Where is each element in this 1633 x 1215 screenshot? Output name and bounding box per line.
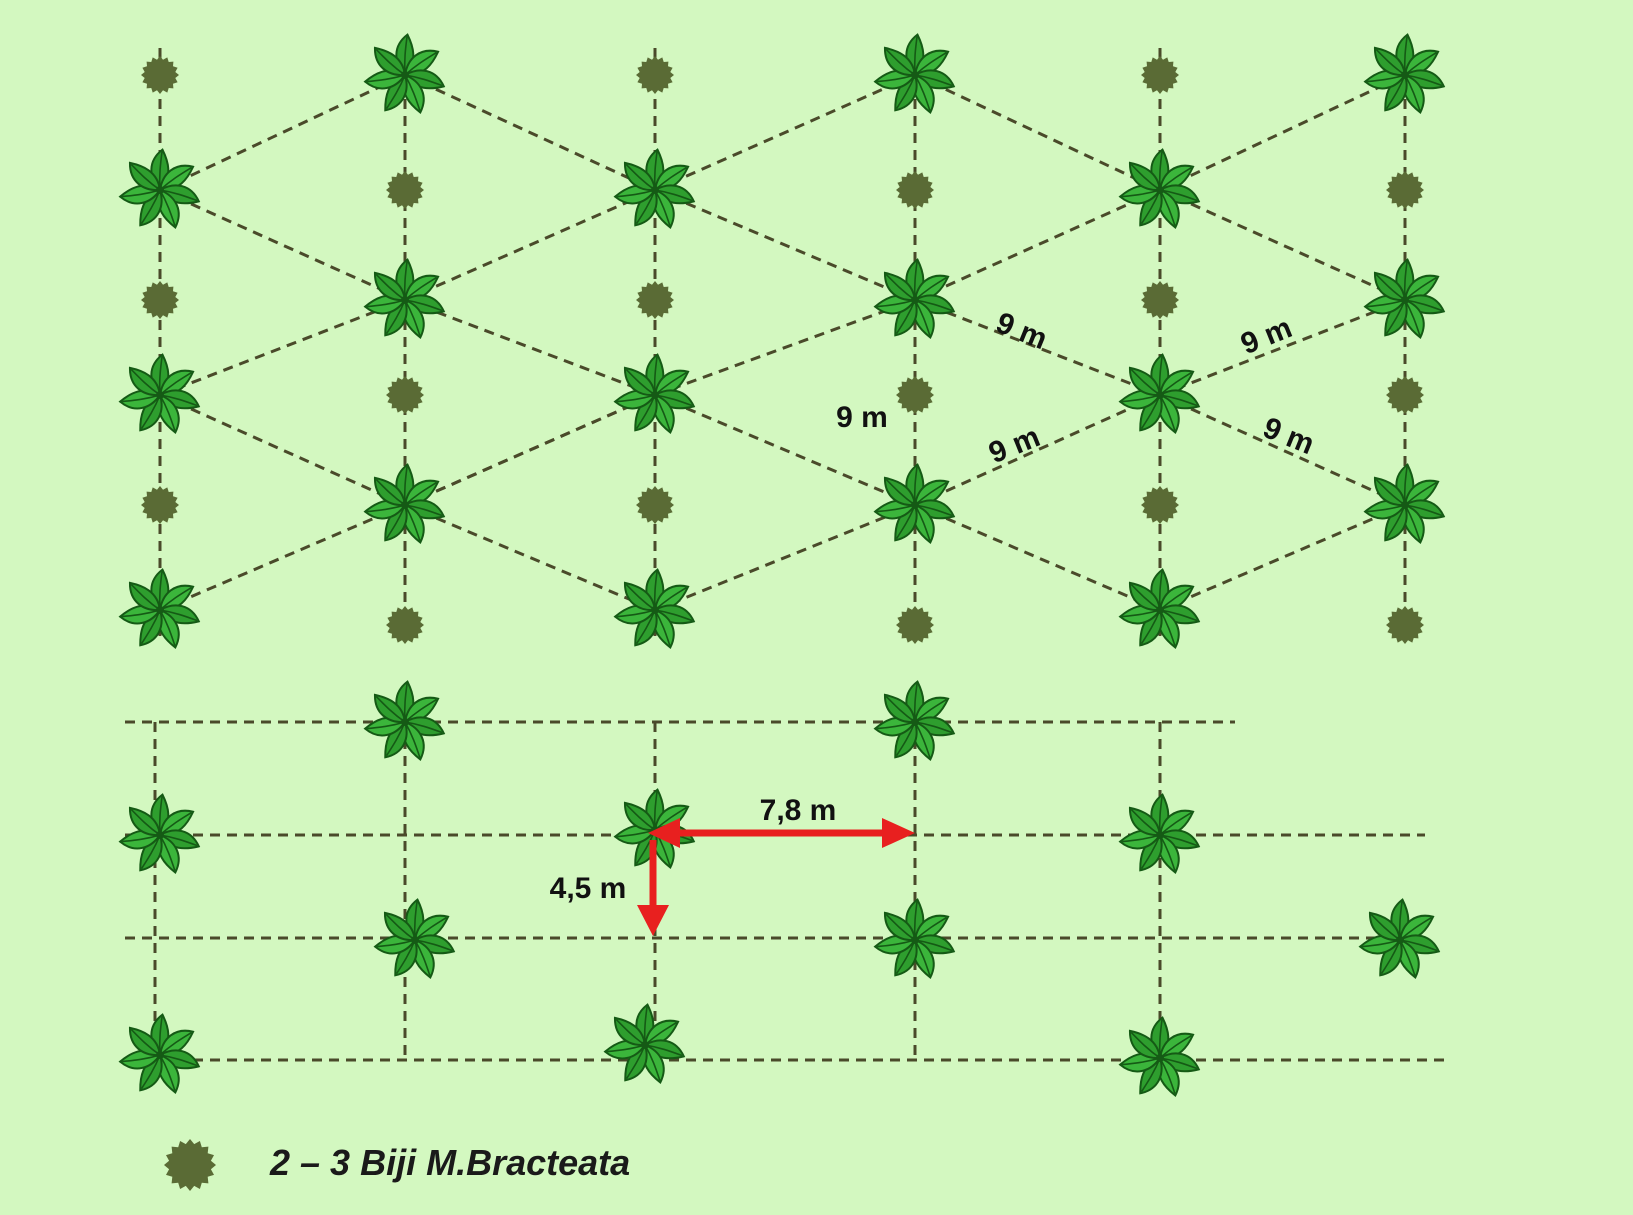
diagonal-grid-line bbox=[914, 188, 1161, 302]
diagonal-grid-line bbox=[159, 73, 406, 192]
palm-tree-icon bbox=[1363, 258, 1446, 339]
seed-cluster-icon bbox=[1141, 56, 1179, 94]
legend: 2 – 3 Biji M.Bracteata bbox=[164, 1139, 630, 1191]
label-horizontal-spacing: 7,8 m bbox=[760, 794, 837, 827]
palm-tree-icon bbox=[1363, 33, 1446, 114]
diagonal-grid-line bbox=[159, 503, 406, 612]
seed-cluster-icon bbox=[1386, 376, 1424, 414]
palm-tree-icon bbox=[373, 898, 456, 979]
diagonal-grid-line bbox=[159, 298, 406, 397]
diagonal-grid-line bbox=[404, 73, 656, 192]
diagonal-grid-line bbox=[1159, 393, 1406, 507]
seed-cluster-icon bbox=[386, 376, 424, 414]
diagonal-grid-line bbox=[1159, 188, 1406, 302]
seed-cluster-icon bbox=[1141, 486, 1179, 524]
seed-cluster-icon bbox=[896, 171, 934, 209]
palm-tree-icon bbox=[363, 33, 446, 114]
diagonal-grid-line bbox=[1159, 503, 1406, 612]
diagonal-grid-line bbox=[914, 393, 1161, 507]
diagonal-grid-line bbox=[1159, 298, 1406, 397]
seed-cluster-icon bbox=[141, 486, 179, 524]
palm-tree-icon bbox=[1363, 463, 1446, 544]
palm-tree-icon bbox=[1358, 898, 1441, 979]
diagonal-grid-line bbox=[914, 298, 1161, 397]
diagonal-grid-line bbox=[914, 503, 1161, 612]
distance-arrows bbox=[637, 818, 915, 936]
vertical-spacing-arrow bbox=[637, 840, 669, 936]
seed-cluster-icon bbox=[164, 1139, 216, 1191]
seed-cluster-icon bbox=[1386, 171, 1424, 209]
diagonal-grid-line bbox=[654, 393, 916, 507]
diagonal-grid-line bbox=[404, 188, 656, 302]
diagonal-grid-line bbox=[1159, 73, 1406, 192]
diagonal-grid-line bbox=[654, 298, 916, 397]
diagonal-grid-line bbox=[159, 188, 406, 302]
palm-tree-icon bbox=[613, 353, 696, 434]
palm-tree-icon bbox=[118, 1013, 201, 1094]
palm-tree-icon bbox=[1118, 1016, 1201, 1097]
diagonal-grid-line bbox=[159, 393, 406, 507]
palm-tree-icon bbox=[873, 680, 956, 761]
seed-cluster-icon bbox=[1141, 281, 1179, 319]
seed-cluster-icon bbox=[386, 606, 424, 644]
palm-tree-icon bbox=[118, 353, 201, 434]
palm-tree-icon bbox=[118, 148, 201, 229]
palm-tree-icon bbox=[873, 898, 956, 979]
legend-text: 2 – 3 Biji M.Bracteata bbox=[269, 1142, 630, 1183]
palm-tree-icon bbox=[1118, 148, 1201, 229]
label-9m-vertical: 9 m bbox=[836, 401, 888, 434]
palm-tree-icon bbox=[1118, 353, 1201, 434]
palm-tree-icon bbox=[873, 33, 956, 114]
seed-cluster-icon bbox=[636, 486, 674, 524]
palm-tree-icon bbox=[873, 258, 956, 339]
diagonal-grid-line bbox=[404, 503, 656, 612]
seed-cluster-icon bbox=[636, 281, 674, 319]
palm-tree-icon bbox=[1118, 793, 1201, 874]
diagonal-grid-line bbox=[404, 393, 656, 507]
palm-tree-icon bbox=[363, 258, 446, 339]
palm-tree-icon bbox=[1118, 568, 1201, 649]
diagonal-grid-line bbox=[654, 188, 916, 302]
diagonal-grid-line bbox=[654, 73, 916, 192]
palm-tree-icon bbox=[603, 1003, 686, 1084]
label-vertical-spacing: 4,5 m bbox=[550, 872, 627, 905]
seed-cluster-icon bbox=[636, 56, 674, 94]
seed-cluster-icon bbox=[896, 376, 934, 414]
seed-cluster-icon bbox=[896, 606, 934, 644]
seed-cluster-icon bbox=[141, 56, 179, 94]
palm-tree-icon bbox=[363, 680, 446, 761]
palm-tree-icon bbox=[613, 568, 696, 649]
seed-cluster-icon bbox=[386, 171, 424, 209]
palm-tree-icon bbox=[118, 568, 201, 649]
diagonal-grid-line bbox=[654, 503, 916, 612]
seed-cluster-icon bbox=[141, 281, 179, 319]
diagonal-grid-line bbox=[404, 298, 656, 397]
palm-tree-icon bbox=[873, 463, 956, 544]
palm-tree-icon bbox=[613, 148, 696, 229]
diagonal-grid-line bbox=[914, 73, 1161, 192]
palm-tree-icon bbox=[118, 793, 201, 874]
seed-cluster-icon bbox=[1386, 606, 1424, 644]
seed-cluster-icon bbox=[164, 1139, 216, 1191]
palm-trees bbox=[118, 33, 1446, 1097]
palm-tree-icon bbox=[363, 463, 446, 544]
seed-markers bbox=[141, 56, 1424, 644]
horizontal-spacing-arrow bbox=[648, 818, 915, 848]
